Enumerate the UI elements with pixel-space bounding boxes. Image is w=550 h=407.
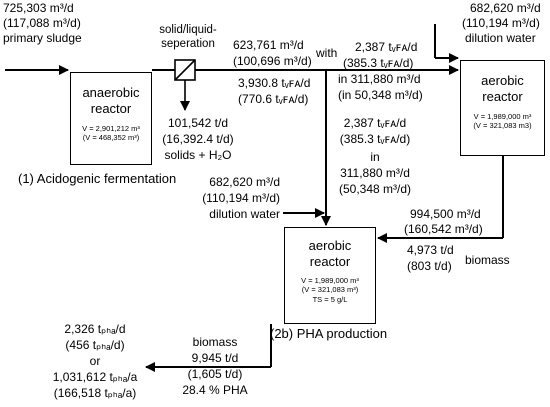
separation-label2: seperation	[161, 38, 215, 50]
top-branch-vfa1: 2,387 tᵥꜰᴀ/d	[355, 40, 418, 54]
liquid-flow1: 623,761 m³/d	[233, 38, 304, 52]
product-pha3: 1,031,612 tₚₕₐ/a	[52, 370, 138, 384]
separation-label1: solid/liquid-	[159, 24, 217, 36]
recycle-flow1: 994,500 m³/d	[410, 207, 481, 221]
dilution-top-flow1: 682,620 m³/d	[470, 1, 541, 15]
liquid-vfa1: 3,930.8 tᵥꜰᴀ/d	[238, 76, 311, 90]
anaerobic-reactor-box: anaerobic reactor V = 2,901,212 m³ (V = …	[70, 72, 152, 165]
dilution-top-label: dilution water	[465, 31, 536, 45]
aerobic-reactor-top-box: aerobic reactor V = 1,989,000 m³ (V = 32…	[460, 60, 545, 156]
separator-diagonal	[174, 59, 196, 81]
anaerobic-reactor-volume2: (V = 468,352 m³)	[82, 133, 140, 143]
aerobic-bottom-volume2: (V = 321,083 m³)	[301, 285, 359, 295]
solids-out-line1: 101,542 t/d	[167, 116, 229, 130]
stage2-label: (2b) PHA production	[270, 326, 388, 341]
dilution-mid-flow1: 682,620 m³/d	[209, 175, 280, 189]
recycle-label: biomass	[465, 253, 510, 267]
feed-flow2: (117,088 m³/d)	[3, 16, 81, 30]
product-pha2: (456 tₚₕₐ/d)	[65, 338, 125, 352]
anaerobic-reactor-title1: anaerobic	[82, 85, 140, 100]
liquid-flow2: (100,696 m³/d)	[233, 54, 312, 68]
solids-out-line2: (16,392.4 t/d)	[162, 132, 234, 146]
biomass-out-pct: 28.4 % PHA	[182, 383, 248, 397]
mid-branch-vfa1: 2,387 tᵥꜰᴀ/d	[343, 116, 407, 130]
biomass-out-flow1: 9,945 t/d	[191, 351, 239, 365]
mid-branch-vol1: 311,880 m³/d	[340, 166, 410, 180]
aerobic-bottom-title1: aerobic	[308, 238, 352, 253]
aerobic-top-title1: aerobic	[481, 73, 524, 88]
aerobic-top-title2: reactor	[482, 89, 523, 105]
solids-out-line3: solids + H₂O	[164, 148, 232, 162]
mid-branch-in: in	[370, 150, 380, 164]
top-branch-vfa2: (385.3 tᵥꜰᴀ/d)	[343, 56, 414, 70]
biomass-out-label: biomass	[192, 335, 238, 349]
recycle-bio1: 4,973 t/d	[407, 243, 454, 257]
liquid-with: with	[316, 46, 338, 60]
aerobic-top-volume1: V = 1,989,000 m³	[473, 111, 532, 121]
aerobic-top-volume2: (V = 321,083 m3)	[473, 121, 532, 131]
feed-label: primary sludge	[3, 31, 82, 45]
aerobic-bottom-title2: reactor	[309, 254, 351, 270]
anaerobic-reactor-title2: reactor	[90, 101, 132, 117]
product-pha4: (166,518 tₚₕₐ/a)	[53, 386, 137, 400]
top-branch-vol2: (in 50,348 m³/d)	[338, 88, 423, 102]
liquid-vfa2: (770.6 tᵥꜰᴀ/d)	[238, 92, 309, 106]
aerobic-reactor-bottom-box: aerobic reactor V = 1,989,000 m³ (V = 32…	[284, 227, 376, 324]
aerobic-bottom-ts: TS = 5 g/L	[312, 295, 348, 304]
dilution-top-flow2: (110,194 m³/d)	[462, 16, 540, 30]
aerobic-bottom-volume1: V = 1,989,000 m³	[301, 275, 359, 285]
top-branch-vol1: in 311,880 m³/d	[338, 72, 421, 86]
dilution-mid-flow2: (110,194 m³/d)	[202, 191, 280, 205]
anaerobic-reactor-volume1: V = 2,901,212 m³	[82, 123, 140, 133]
recycle-bio2: (803 t/d)	[407, 259, 452, 273]
dilution-mid-label: dilution water	[209, 207, 280, 221]
stage1-label: (1) Acidogenic fermentation	[18, 171, 177, 186]
biomass-out-flow2: (1,605 t/d)	[187, 367, 243, 381]
mid-branch-vol2: (50,348 m³/d)	[338, 182, 412, 196]
product-pha1: 2,326 tₚₕₐ/d	[64, 322, 126, 336]
feed-flow1: 725,303 m³/d	[3, 1, 74, 15]
product-or: or	[89, 354, 101, 368]
recycle-flow2: (160,542 m³/d)	[404, 222, 483, 236]
mid-branch-vfa2: (385.3 tᵥꜰᴀ/d)	[339, 132, 411, 146]
